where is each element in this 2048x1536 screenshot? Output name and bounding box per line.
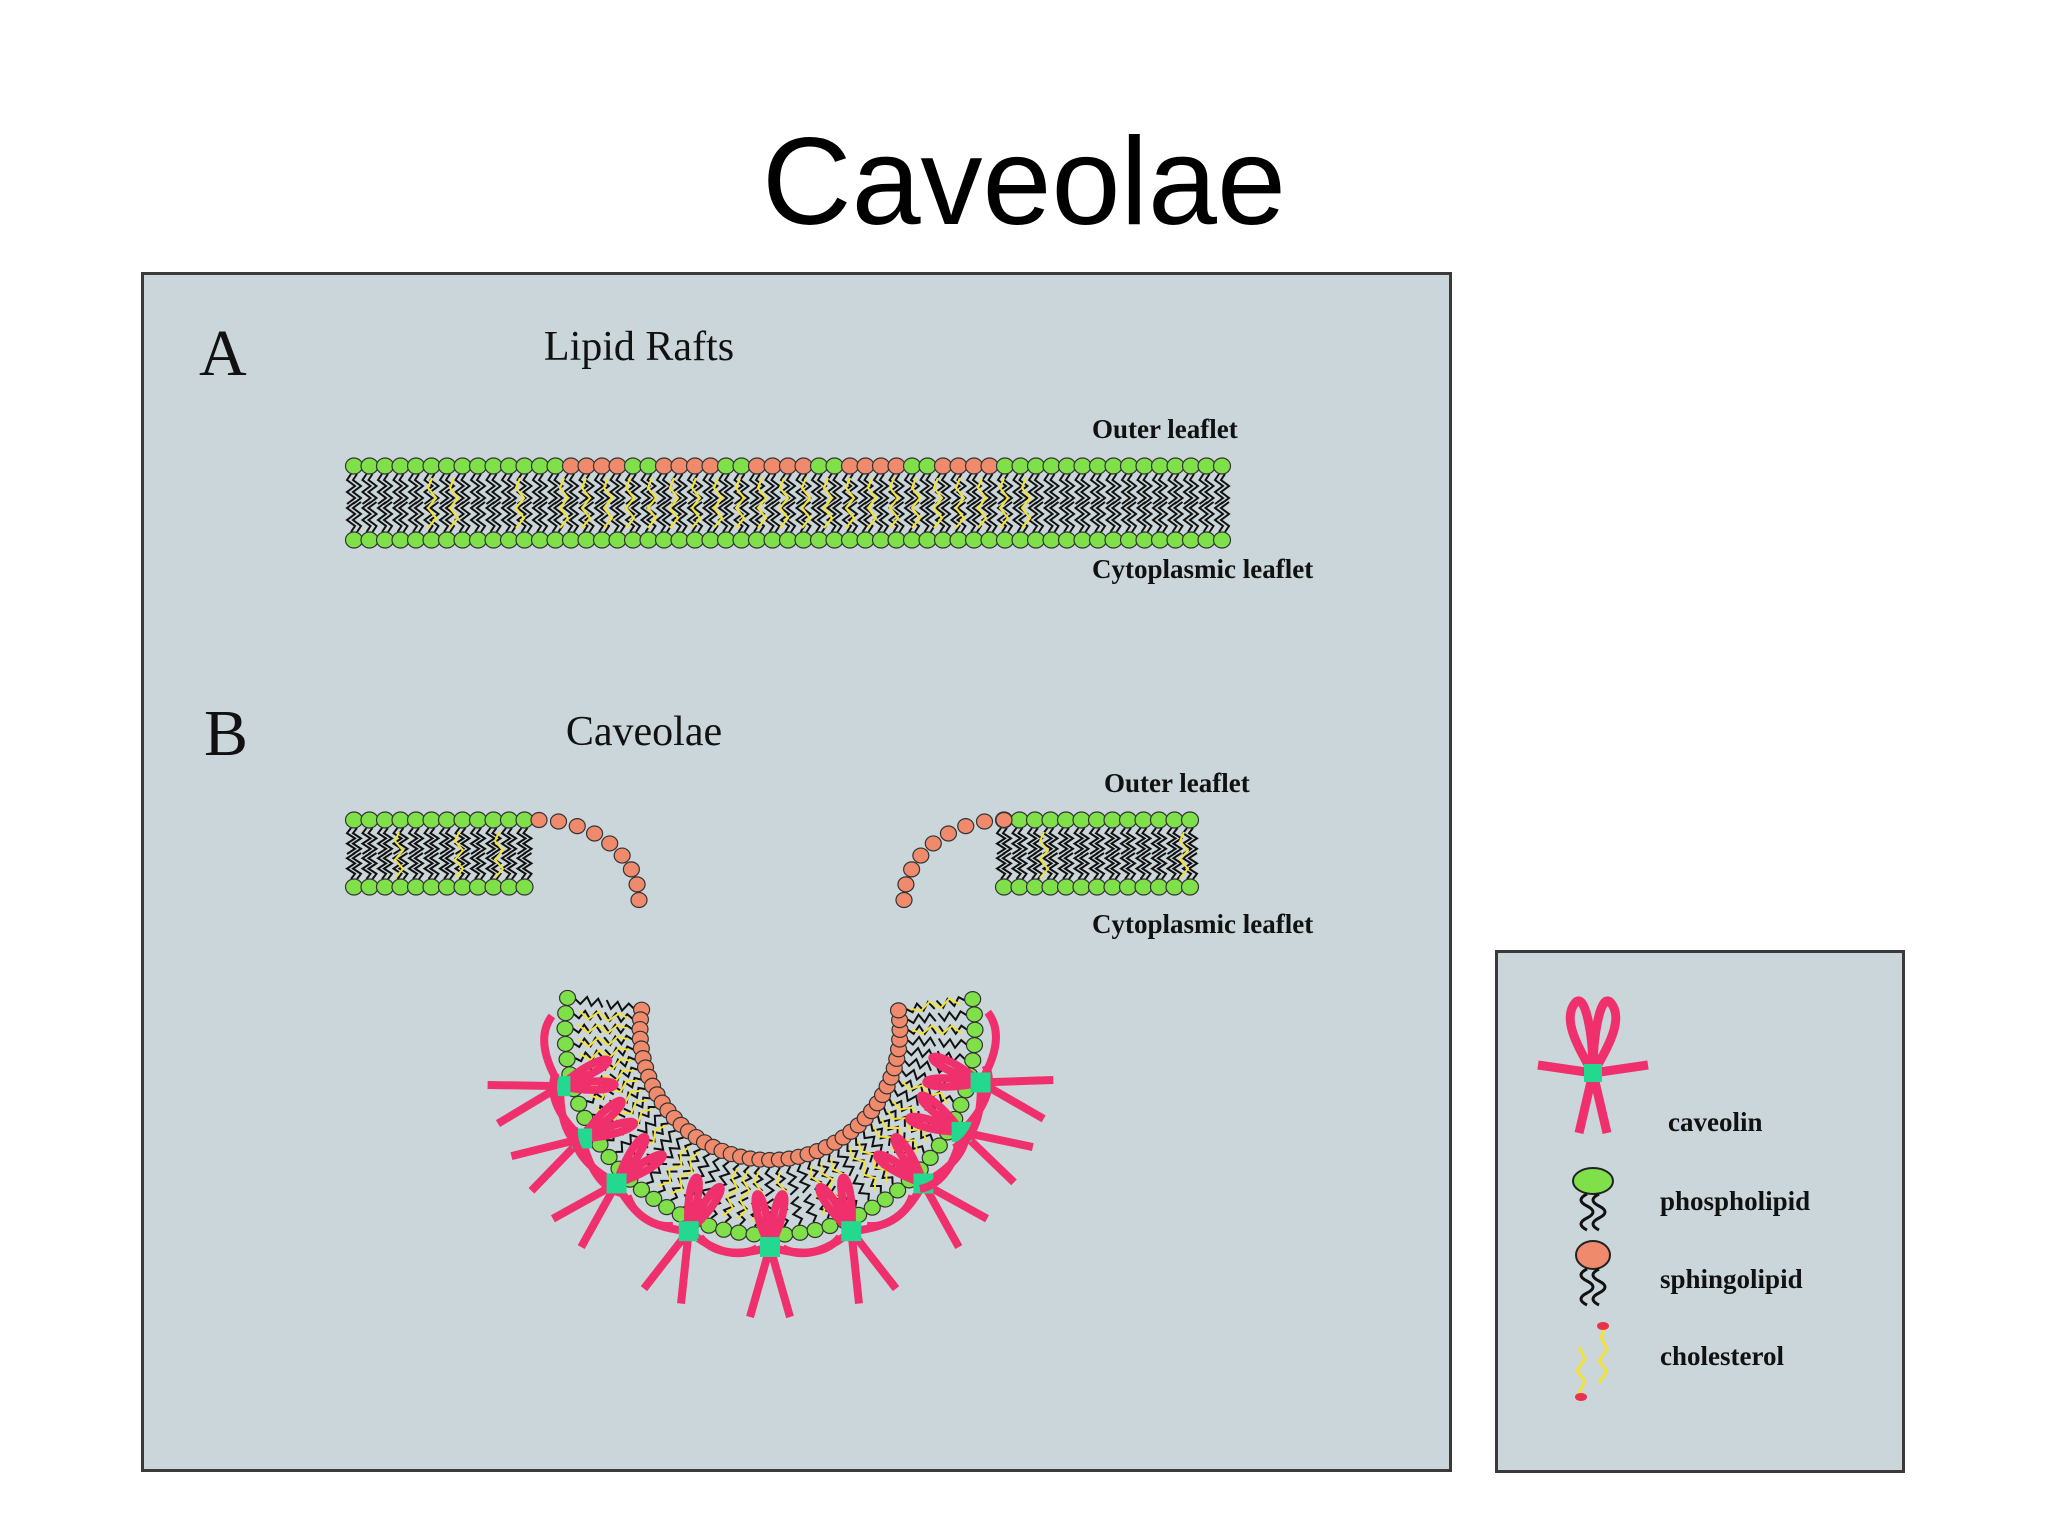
legend-panel: caveolin phospholipid sphingolipid chole… [1495,950,1905,1473]
cholesterol-icon [1575,1322,1609,1401]
slide-title: Caveolae [0,120,2048,244]
legend-canvas: caveolin phospholipid sphingolipid chole… [1498,953,1908,1476]
panel-a-heading: Lipid Rafts [544,324,734,370]
diagram-canvas: A Lipid Rafts Outer leaflet Cytoplasmic … [144,275,1455,1475]
panel-b-inner-label: Cytoplasmic leaflet [1092,909,1313,939]
legend-label-caveolin: caveolin [1668,1107,1763,1137]
panel-b-letter: B [204,697,248,770]
sphingolipid-icon [1576,1241,1610,1305]
caveola-membrane [346,812,1199,1242]
lipid-raft-membrane [346,458,1231,548]
phospholipid-icon [1573,1168,1613,1230]
diagram-panel: A Lipid Rafts Outer leaflet Cytoplasmic … [141,272,1452,1472]
panel-b-heading: Caveolae [566,709,722,755]
panel-b-outer-label: Outer leaflet [1104,768,1250,798]
legend-label-cholesterol: cholesterol [1660,1341,1784,1371]
legend-label-sphingolipid: sphingolipid [1660,1264,1803,1294]
panel-a-outer-label: Outer leaflet [1092,414,1238,444]
legend-label-phospholipid: phospholipid [1660,1186,1810,1216]
panel-a-letter: A [199,317,247,390]
caveolin-icon [1538,1001,1648,1133]
panel-a-inner-label: Cytoplasmic leaflet [1092,554,1313,584]
